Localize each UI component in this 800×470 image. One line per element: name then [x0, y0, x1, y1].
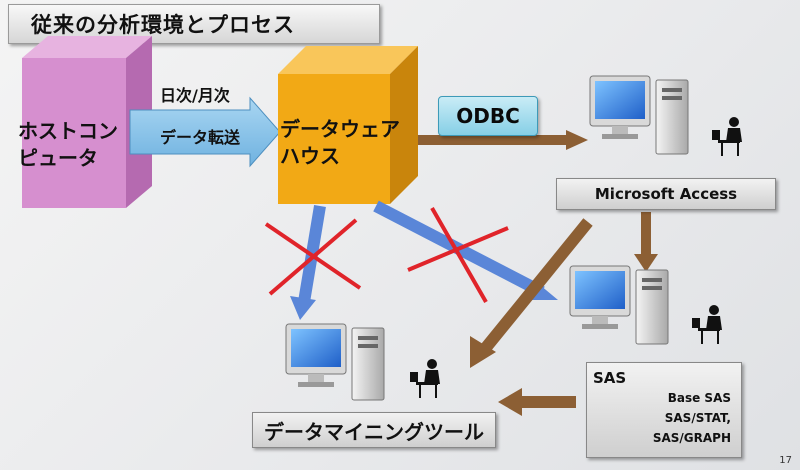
transfer-label: データ転送: [160, 128, 241, 147]
red-cross-right: [407, 207, 509, 303]
mining-computer: [285, 323, 440, 401]
sas-item: Base SAS: [667, 391, 731, 405]
pc-monitor-icon: [589, 75, 651, 139]
sas-computer: [569, 265, 722, 345]
warehouse-label: データウェア ハウス: [280, 116, 400, 170]
warehouse-label-line1: データウェア: [280, 117, 400, 141]
mining-tool-label: データマイニングツール: [252, 412, 496, 448]
odbc-label: ODBC: [438, 96, 538, 136]
access-to-mining-arrow: [470, 218, 593, 368]
pc-tower-icon: [351, 327, 385, 401]
host-computer-cube: [22, 36, 152, 208]
warehouse-label-line2: ハウス: [280, 144, 340, 168]
sas-item: SAS/STAT,: [664, 411, 731, 425]
user-at-desk-icon: [712, 117, 742, 156]
data-warehouse-cube: [278, 46, 418, 204]
access-to-sas-arrow: [634, 212, 658, 272]
odbc-arrow: [418, 130, 588, 150]
slide-title: 従来の分析環境とプロセス: [31, 13, 295, 37]
page-number: 17: [779, 455, 792, 466]
pc-monitor-icon: [569, 265, 631, 329]
sas-to-mining-arrow: [498, 388, 576, 416]
host-computer-label: ホストコン ピュータ: [18, 118, 118, 172]
access-label: Microsoft Access: [556, 178, 776, 210]
user-at-desk-icon: [410, 359, 440, 398]
host-label-line1: ホストコン: [18, 119, 118, 143]
access-computer: [589, 75, 742, 156]
pc-tower-icon: [635, 269, 669, 345]
red-cross-left: [264, 218, 362, 296]
sas-item: SAS/GRAPH: [652, 431, 731, 445]
sas-box: SAS Base SAS SAS/STAT, SAS/GRAPH: [586, 362, 742, 458]
transfer-frequency: 日次/月次: [160, 86, 230, 105]
pc-tower-icon: [655, 79, 689, 155]
host-label-line2: ピュータ: [18, 146, 98, 170]
data-transfer-arrow: [129, 96, 281, 168]
user-at-desk-icon: [692, 305, 722, 344]
pc-monitor-icon: [285, 323, 347, 387]
sas-title: SAS: [593, 369, 627, 387]
